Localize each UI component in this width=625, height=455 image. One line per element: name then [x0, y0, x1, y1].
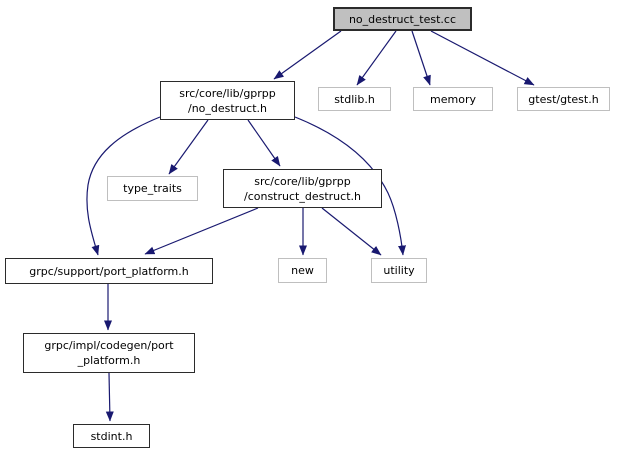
- node-label: no_destruct_test.cc: [348, 12, 457, 26]
- edge-test-to-memory: [411, 30, 431, 86]
- node-label-line: /no_destruct.h: [187, 101, 268, 115]
- node-construct-destruct-h[interactable]: src/core/lib/gprpp /construct_destruct.h: [223, 169, 382, 208]
- node-label: new: [291, 264, 314, 277]
- node-memory: memory: [413, 87, 493, 111]
- node-type-traits: type_traits: [107, 176, 198, 201]
- node-label: stdint.h: [90, 429, 133, 443]
- node-no-destruct-h[interactable]: src/core/lib/gprpp /no_destruct.h: [160, 81, 295, 120]
- edge-test-to-stdlib: [356, 30, 397, 86]
- node-label: grpc/support/port_platform.h: [29, 264, 189, 278]
- node-stdlib-h: stdlib.h: [318, 87, 391, 111]
- node-new: new: [278, 258, 327, 283]
- edge-no-destruct-to-construct-destruct: [247, 119, 281, 167]
- node-label: utility: [383, 264, 415, 277]
- node-codegen-port-platform-h[interactable]: grpc/impl/codegen/port _platform.h: [23, 333, 195, 373]
- node-port-platform-h[interactable]: grpc/support/port_platform.h: [5, 258, 213, 284]
- node-stdint-h[interactable]: stdint.h: [73, 424, 150, 448]
- edge-codegen-to-stdint: [105, 372, 114, 422]
- node-label-line: grpc/impl/codegen/port: [44, 339, 174, 352]
- node-label: stdlib.h: [334, 92, 375, 106]
- edge-test-to-no-destruct: [273, 30, 342, 80]
- node-label: gtest/gtest.h: [528, 92, 599, 106]
- node-label-line: src/core/lib/gprpp: [254, 174, 351, 188]
- edge-no-destruct-to-type-traits: [168, 119, 209, 175]
- node-label-line: _platform.h: [77, 354, 141, 367]
- node-label: type_traits: [123, 182, 182, 195]
- node-no-destruct-test-cc: no_destruct_test.cc: [333, 7, 472, 31]
- node-label: memory: [430, 92, 476, 106]
- node-utility: utility: [371, 258, 427, 283]
- node-label-line: src/core/lib/gprpp: [179, 86, 276, 100]
- node-gtest-gtest-h: gtest/gtest.h: [517, 87, 610, 111]
- node-label-line: /construct_destruct.h: [244, 189, 361, 203]
- edge-construct-destruct-to-port-platform: [144, 207, 259, 255]
- edge-construct-destruct-to-utility: [321, 207, 382, 256]
- edge-test-to-gtest: [430, 30, 535, 86]
